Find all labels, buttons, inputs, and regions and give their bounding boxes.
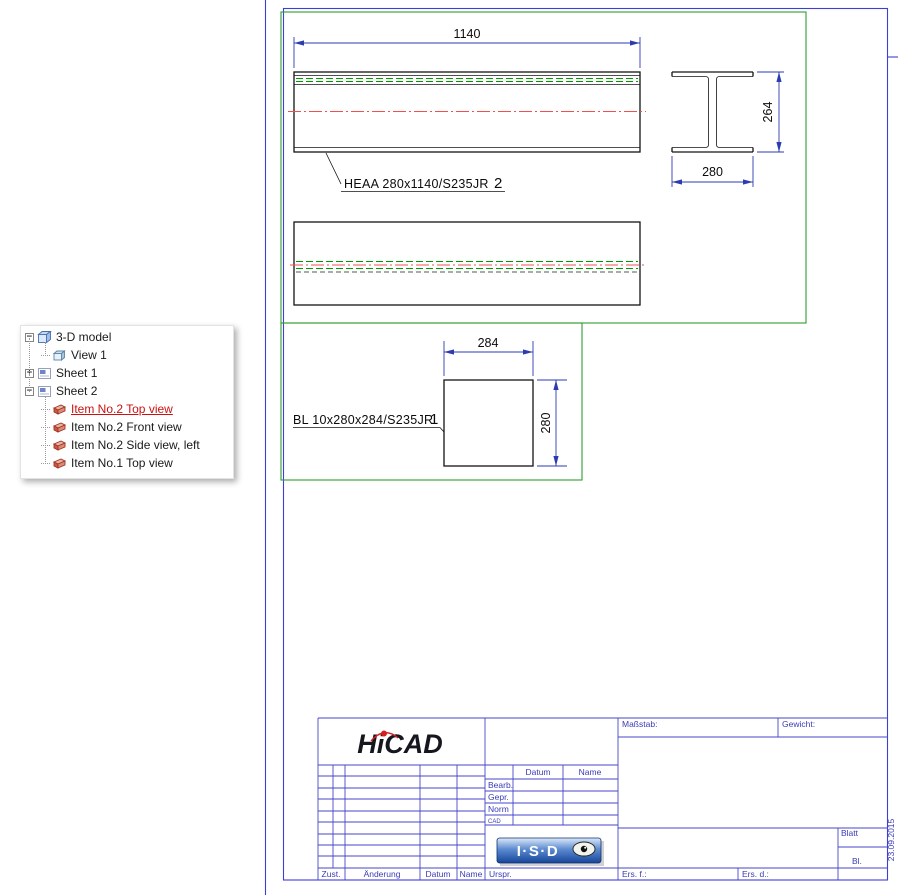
title-block: HiCAD Maßstab: Gewicht: Datum Name Bearb… bbox=[317, 717, 888, 880]
tree-item-label: View 1 bbox=[71, 348, 107, 362]
datum-header: Datum bbox=[525, 767, 550, 777]
plate-item-number: 1 bbox=[430, 411, 438, 428]
norm-label: Norm bbox=[488, 804, 509, 814]
gepr-label: Gepr. bbox=[488, 792, 509, 802]
dimension-264: 264 bbox=[757, 71, 784, 153]
beam-label[interactable]: HEAA 280x1140/S235JR 2 bbox=[325, 152, 505, 192]
beam-section-view[interactable] bbox=[671, 71, 754, 153]
hicad-logo-swoosh bbox=[370, 732, 399, 742]
tree-item-label: Item No.1 Top view bbox=[71, 456, 173, 470]
dimension-1140: 1140 bbox=[293, 27, 641, 68]
name-header: Name bbox=[579, 767, 602, 777]
item-icon bbox=[52, 422, 67, 433]
tree-item-label: Sheet 2 bbox=[56, 384, 98, 398]
item-icon bbox=[52, 458, 67, 469]
zust-label: Zust. bbox=[322, 869, 341, 879]
view-icon bbox=[52, 349, 66, 361]
sheet-icon bbox=[38, 367, 51, 379]
blatt-label: Blatt bbox=[841, 828, 859, 838]
dimension-280-section: 280 bbox=[671, 156, 754, 187]
dim-text-plate-width: 284 bbox=[478, 336, 499, 350]
beam-label-text: HEAA 280x1140/S235JR bbox=[344, 177, 489, 191]
ers-d-label: Ers. d.: bbox=[742, 869, 769, 879]
dimension-284: 284 bbox=[443, 336, 534, 376]
dimension-280-plate: 280 bbox=[537, 379, 567, 467]
sheet-icon bbox=[38, 385, 51, 397]
viewport-frame-plate[interactable] bbox=[280, 322, 583, 481]
tree-item-label: Sheet 1 bbox=[56, 366, 98, 380]
tree-item-label: Item No.2 Side view, left bbox=[71, 438, 200, 452]
dim-text-section-height: 264 bbox=[761, 102, 775, 123]
tree-item-label: Item No.2 Front view bbox=[71, 420, 182, 434]
viewport-frame-beam[interactable] bbox=[280, 11, 807, 324]
isd-logo-text: I·S·D bbox=[517, 843, 560, 860]
item-icon bbox=[52, 404, 67, 415]
tree-connector bbox=[29, 338, 30, 392]
tree-item-label: 3-D model bbox=[56, 330, 112, 344]
beam-long-view[interactable] bbox=[288, 71, 646, 153]
margin-date: 23.09.2015 bbox=[886, 818, 896, 861]
sheet-frame bbox=[264, 0, 898, 895]
datum-bottom-label: Datum bbox=[425, 869, 450, 879]
tree-item-sheet-1[interactable]: Sheet 1 bbox=[21, 364, 233, 382]
aenderung-label: Änderung bbox=[364, 869, 401, 879]
name-bottom-label: Name bbox=[460, 869, 483, 879]
bl-label: Bl. bbox=[852, 856, 862, 866]
structure-tree-panel: 3-D model View 1 Sheet 1 Sheet 2 bbox=[20, 325, 234, 479]
plate-label[interactable]: BL 10x280x284/S235JR 1 bbox=[293, 411, 445, 433]
tree-item-no1-top-view[interactable]: Item No.1 Top view bbox=[21, 454, 233, 472]
plate-label-text: BL 10x280x284/S235JR bbox=[293, 413, 433, 427]
bearb-label: Bearb. bbox=[488, 780, 513, 790]
beam-item-number: 2 bbox=[494, 175, 502, 192]
tree-item-no2-side-view-left[interactable]: Item No.2 Side view, left bbox=[21, 436, 233, 454]
isd-logo: I·S·D bbox=[496, 837, 604, 866]
tree-connector bbox=[45, 342, 46, 356]
hicad-logo-text: HiCAD bbox=[357, 729, 443, 759]
tree-item-no2-front-view[interactable]: Item No.2 Front view bbox=[21, 418, 233, 436]
3d-model-icon bbox=[37, 330, 52, 343]
tree-item-no2-top-view[interactable]: Item No.2 Top view bbox=[21, 400, 233, 418]
item-icon bbox=[52, 440, 67, 451]
beam-bottom-view[interactable] bbox=[290, 221, 644, 306]
tree-item-sheet-2[interactable]: Sheet 2 bbox=[21, 382, 233, 400]
tree-item-label: Item No.2 Top view bbox=[71, 402, 173, 416]
dim-text-section-width: 280 bbox=[702, 165, 723, 179]
tree-connector bbox=[45, 396, 46, 464]
cad-label: CAD bbox=[488, 819, 501, 825]
ers-f-label: Ers. f.: bbox=[622, 869, 647, 879]
tree-item-3d-model[interactable]: 3-D model bbox=[21, 328, 233, 346]
gewicht-label: Gewicht: bbox=[782, 719, 815, 729]
dim-text-plate-height: 280 bbox=[539, 413, 553, 434]
tree-item-view-1[interactable]: View 1 bbox=[21, 346, 233, 364]
masstab-label: Maßstab: bbox=[622, 719, 657, 729]
plate-view[interactable] bbox=[443, 379, 534, 467]
dim-text-beam-length: 1140 bbox=[454, 27, 481, 41]
urspr-label: Urspr. bbox=[489, 869, 512, 879]
hicad-logo: HiCAD bbox=[357, 729, 443, 759]
